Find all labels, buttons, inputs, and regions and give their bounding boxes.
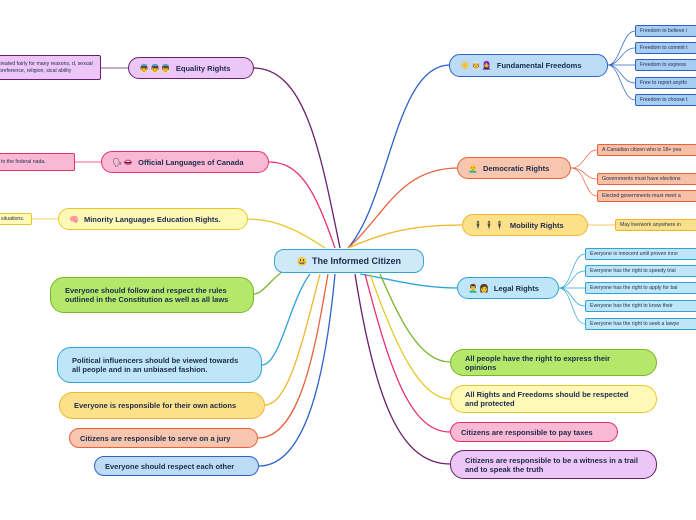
angel-icon: 👼👼👼 xyxy=(139,63,172,73)
branch-label: Everyone is responsible for their own ac… xyxy=(74,401,237,410)
link-political-influencers xyxy=(261,273,311,366)
link-minority-languages xyxy=(247,218,326,249)
branch-legal-rights[interactable]: 👨‍🦱👩 Legal Rights xyxy=(457,277,559,299)
branch-follow-rules[interactable]: Everyone should follow and respect the r… xyxy=(50,277,254,313)
branch-respect-each-other[interactable]: Everyone should respect each other xyxy=(94,456,259,476)
link-equality-rights xyxy=(252,67,341,249)
branch-label: Minority Languages Education Rights. xyxy=(83,214,221,224)
leaf-dr-2[interactable]: Governments must have elections xyxy=(597,173,696,185)
branch-label: Legal Rights xyxy=(493,283,539,293)
person-icon: 👨‍🦲 xyxy=(468,163,479,173)
branch-minority-languages[interactable]: 🧠 Minority Languages Education Rights. xyxy=(58,208,248,230)
link-respected-protected xyxy=(369,273,451,400)
branch-label: Fundamental Freedoms xyxy=(496,61,582,70)
leaf-ff-5[interactable]: Freedom to choose t xyxy=(635,94,696,106)
leaf-lr-3[interactable]: Everyone has the right to apply for bai xyxy=(585,282,696,294)
link-serve-jury xyxy=(257,273,329,439)
branch-fundamental-freedoms[interactable]: ☀️👳🧕 Fundamental Freedoms xyxy=(449,54,608,77)
link-express-opinions xyxy=(379,273,451,363)
branch-express-opinions[interactable]: All people have the right to express the… xyxy=(450,349,657,376)
branch-respected-protected[interactable]: All Rights and Freedoms should be respec… xyxy=(450,385,657,413)
link-democratic-rights xyxy=(347,167,459,249)
leaf-lr-4[interactable]: Everyone has the right to know their xyxy=(585,300,696,312)
branch-label: Citizens are responsible to serve on a j… xyxy=(80,433,231,443)
branch-label: Equality Rights xyxy=(175,63,231,73)
leaf-ff-3[interactable]: Freedom to express xyxy=(635,59,696,71)
leaf-official-languages[interactable]: to the federal nada. xyxy=(0,153,75,171)
branch-label: Mobility Rights xyxy=(509,220,564,230)
leaf-equality[interactable]: treated fairly for many reasons, d, sexu… xyxy=(0,55,101,80)
branch-label: Citizens are responsible to pay taxes xyxy=(461,427,593,437)
link-mobility-rights xyxy=(347,224,463,249)
link-pay-taxes xyxy=(364,273,451,433)
central-topic[interactable]: 😃 The Informed Citizen xyxy=(274,249,424,273)
leaf-ff-2[interactable]: Freedom to commit t xyxy=(635,42,696,54)
leaf-lr-2[interactable]: Everyone has the right to speedy trial xyxy=(585,265,696,277)
link-official-languages xyxy=(268,161,336,249)
branch-official-languages[interactable]: 🗣👄 Official Languages of Canada xyxy=(101,151,269,173)
branch-label: Political influencers should be viewed t… xyxy=(72,356,239,374)
leaf-lr-1[interactable]: Everyone is innocent until proven inno xyxy=(585,248,696,260)
leaf-lr-5[interactable]: Everyone has the right to seek a lawye xyxy=(585,318,696,330)
branch-pay-taxes[interactable]: Citizens are responsible to pay taxes xyxy=(450,422,618,442)
branch-label: Everyone should respect each other xyxy=(105,461,235,471)
link-responsible-actions xyxy=(264,273,321,406)
branch-label: Democratic Rights xyxy=(482,163,550,173)
central-topic-label: The Informed Citizen xyxy=(311,256,401,266)
branch-political-influencers[interactable]: Political influencers should be viewed t… xyxy=(57,347,262,383)
branch-serve-jury[interactable]: Citizens are responsible to serve on a j… xyxy=(69,428,258,448)
leaf-mr-1[interactable]: May live/work anywhere in xyxy=(615,219,696,231)
speaking-lips-icon: 🗣👄 xyxy=(112,157,135,167)
leaf-dr-3[interactable]: Elected governments must meet a xyxy=(597,190,696,202)
leaf-dr-1[interactable]: A Canadian citizen who is 18+ yea xyxy=(597,144,696,156)
brain-icon: 🧠 xyxy=(69,214,80,224)
branch-label: Citizens are responsible to be a witness… xyxy=(465,455,638,474)
smiley-icon: 😃 xyxy=(297,256,308,266)
people-icon: 👨‍🦱👩 xyxy=(468,283,490,293)
leaf-minority-languages[interactable]: situations. xyxy=(0,213,32,225)
branch-label: All people have the right to express the… xyxy=(465,353,611,372)
branch-label: All Rights and Freedoms should be respec… xyxy=(465,390,629,408)
branch-responsible-actions[interactable]: Everyone is responsible for their own ac… xyxy=(59,392,265,419)
branch-label: Everyone should follow and respect the r… xyxy=(65,286,229,304)
link-respect-each-other xyxy=(258,273,336,467)
branch-label: Official Languages of Canada xyxy=(138,157,244,167)
branch-mobility-rights[interactable]: 🕴🕴🕴 Mobility Rights xyxy=(462,214,588,236)
branch-democratic-rights[interactable]: 👨‍🦲 Democratic Rights xyxy=(457,157,571,179)
link-fundamental-freedoms xyxy=(347,64,451,249)
branch-witness-trial[interactable]: Citizens are responsible to be a witness… xyxy=(450,450,657,479)
businessman-icon: 🕴🕴🕴 xyxy=(473,220,506,230)
leaf-ff-4[interactable]: Free to report anythi xyxy=(635,77,696,89)
link-witness-trial xyxy=(354,273,451,465)
sun-people-icon: ☀️👳🧕 xyxy=(460,61,493,70)
branch-equality-rights[interactable]: 👼👼👼 Equality Rights xyxy=(128,57,254,79)
leaf-ff-1[interactable]: Freedom to believe i xyxy=(635,25,696,37)
